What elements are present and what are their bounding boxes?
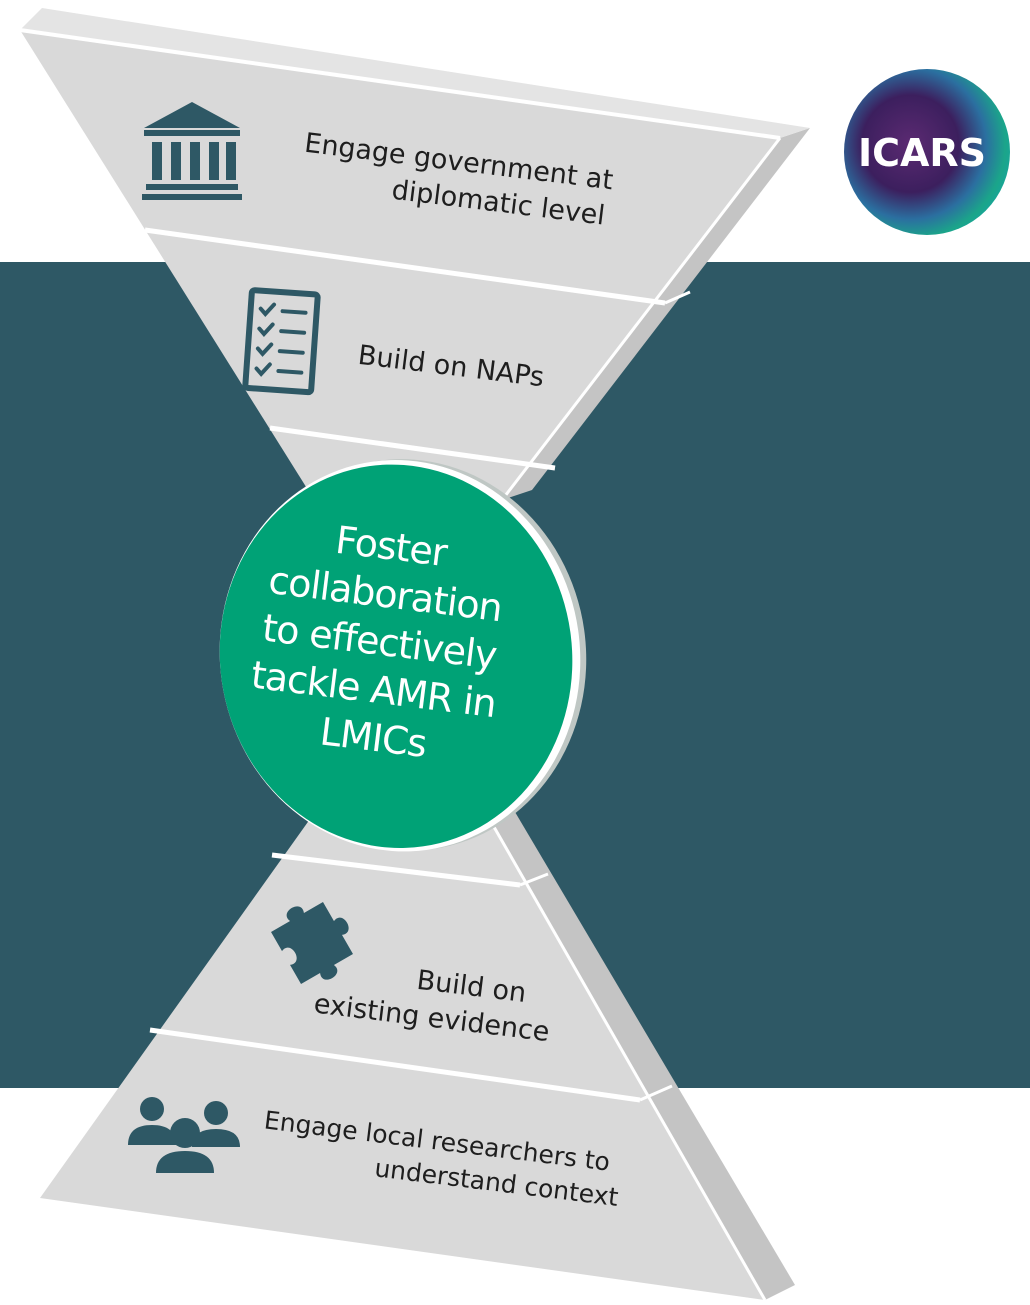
logo-circle xyxy=(844,69,1010,235)
center-disc-face xyxy=(219,464,573,848)
top-side-line xyxy=(500,137,782,501)
bottom-separator-2 xyxy=(149,1027,641,1103)
top-funnel-top-edge xyxy=(20,8,810,138)
government-building-icon xyxy=(142,102,242,200)
bottom-side-seg-2 xyxy=(639,1084,673,1102)
top-side-seg-1 xyxy=(664,290,691,305)
icars-logo: ICARS xyxy=(844,69,1010,235)
top-separator-1 xyxy=(144,227,666,306)
bottom-side-seg-1 xyxy=(519,872,549,887)
top-edge-line xyxy=(19,28,781,140)
center-disc xyxy=(219,459,587,852)
bottom-side-line xyxy=(488,819,767,1301)
bottom-separator-1 xyxy=(271,852,521,888)
top-separator-2 xyxy=(269,425,556,471)
checklist-icon xyxy=(242,287,321,396)
people-group-icon xyxy=(128,1097,240,1173)
top-funnel-side xyxy=(502,128,810,500)
bottom-funnel-front xyxy=(40,812,765,1300)
logo-text: ICARS xyxy=(858,131,986,175)
puzzle-piece-icon xyxy=(271,902,353,984)
bottom-funnel-side xyxy=(490,812,795,1300)
